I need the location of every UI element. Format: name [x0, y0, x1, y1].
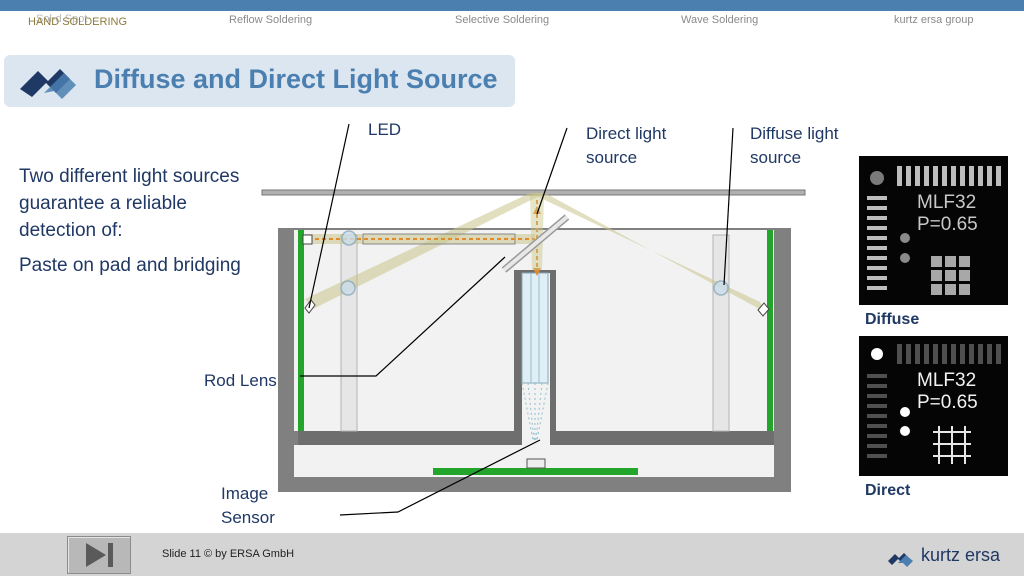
direct-caption: Direct — [865, 482, 911, 499]
diffuse-beam-left — [305, 193, 545, 309]
image-sensor-label-line1: Image — [221, 484, 269, 503]
led-right — [757, 302, 770, 317]
direct-chip-photo: MLF32 P=0.65 — [859, 336, 1008, 476]
diffuse-light-label-line2: source — [750, 148, 802, 167]
rod-lens-label: Rod Lens — [204, 371, 277, 390]
nav-hand-soldering[interactable]: HAND SOLDERING — [28, 16, 128, 28]
title-banner: Diffuse and Direct Light Source — [4, 55, 515, 107]
brand-name: kurtz ersa — [921, 545, 1001, 565]
left-support — [340, 234, 358, 432]
direct-chip-pitch: P=0.65 — [917, 392, 978, 413]
play-next-icon — [86, 543, 113, 567]
diffuse-chip-photo: MLF32 P=0.65 — [859, 156, 1008, 305]
top-accent-bar — [0, 0, 1024, 11]
diffuse-chip-graphic — [859, 156, 1008, 305]
page-title: Diffuse and Direct Light Source — [94, 64, 498, 94]
footer-brand: kurtz ersa — [887, 545, 1017, 571]
diffuse-chip-name: MLF32 — [917, 192, 977, 213]
rod-lens — [521, 272, 549, 384]
body-paragraph-2: Paste on pad and bridging — [19, 255, 241, 276]
nav-selective-soldering[interactable]: Selective Soldering — [455, 14, 550, 26]
direct-light-label-line1: Direct light — [586, 124, 667, 143]
body-text: Two different light sources guarantee a … — [19, 163, 269, 279]
kurtz-ersa-logo-icon — [888, 553, 913, 567]
led-label: LED — [368, 120, 402, 139]
next-slide-button[interactable] — [67, 536, 131, 574]
ersa-logo-icon — [20, 69, 76, 99]
right-support — [712, 234, 730, 432]
sensor-board — [433, 468, 638, 475]
led-lens-right — [713, 280, 729, 296]
led-left — [304, 299, 316, 314]
slide-number: Slide 11 © by ERSA GmbH — [162, 548, 295, 560]
image-sensor-chip — [526, 458, 546, 469]
nav-wave-soldering[interactable]: Wave Soldering — [681, 14, 759, 26]
led-lens-left-low — [340, 280, 356, 296]
direct-light-label-line2: source — [586, 148, 638, 167]
direct-chip-name: MLF32 — [917, 370, 977, 391]
led-lens-left-top — [341, 230, 357, 246]
direct-chip-graphic — [859, 336, 1008, 476]
image-sensor-label-line2: Sensor — [221, 508, 275, 527]
nav-kurtz-ersa-group[interactable]: kurtz ersa group — [894, 14, 974, 26]
direct-beam-vertical — [530, 195, 544, 270]
top-navigation: Sol-d Spot HAND SOLDERING Reflow Solderi… — [0, 13, 1024, 33]
body-paragraph-1: Two different light sources guarantee a … — [19, 166, 240, 241]
nav-ghost-text: Sol-d Spot — [36, 13, 88, 25]
diffuse-chip-pitch: P=0.65 — [917, 214, 978, 235]
footer-bar — [0, 533, 1024, 576]
left-led-strip — [298, 230, 304, 431]
right-led-strip — [767, 230, 773, 431]
nav-reflow-soldering[interactable]: Reflow Soldering — [229, 14, 313, 26]
diffuse-light-label-line1: Diffuse light — [750, 124, 839, 143]
led-direct — [302, 234, 313, 245]
diffuse-caption: Diffuse — [865, 311, 920, 328]
